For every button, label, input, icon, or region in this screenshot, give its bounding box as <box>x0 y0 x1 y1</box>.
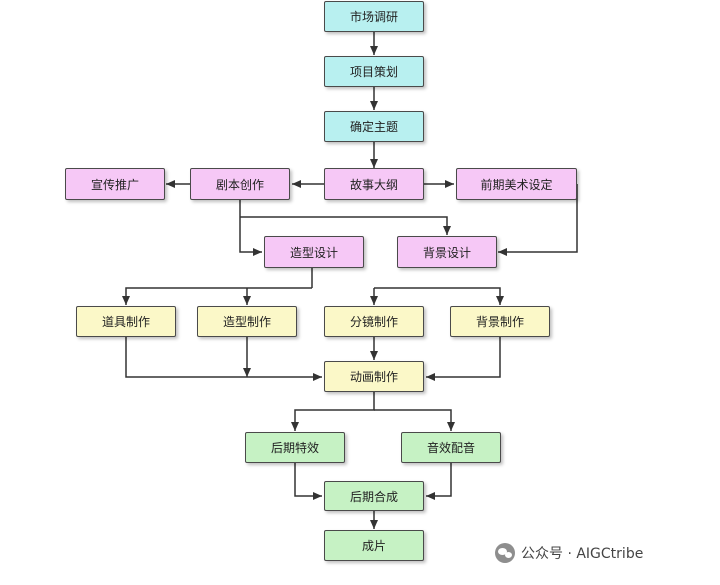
wechat-icon <box>495 543 515 563</box>
node-sound[interactable]: 音效配音 <box>401 432 501 463</box>
arrow-prop-to-animation <box>125 337 322 381</box>
node-background-design[interactable]: 背景设计 <box>397 236 497 268</box>
arrow-script-to-character <box>239 200 262 256</box>
arrow-to-bg-making <box>374 287 504 305</box>
node-final-film[interactable]: 成片 <box>324 530 424 561</box>
node-story-outline[interactable]: 故事大纲 <box>324 168 424 200</box>
node-model-making[interactable]: 造型制作 <box>197 306 297 337</box>
watermark-text: 公众号 · AIGCtribe <box>521 546 644 562</box>
arrow-art-to-background <box>498 184 578 256</box>
arrow-sound-to-compositing <box>426 463 452 500</box>
node-character-design[interactable]: 造型设计 <box>264 236 364 268</box>
node-project-planning[interactable]: 项目策划 <box>324 56 424 87</box>
node-storyboard-making[interactable]: 分镜制作 <box>324 306 424 337</box>
node-animation[interactable]: 动画制作 <box>324 361 424 392</box>
watermark: 公众号 · AIGCtribe <box>495 541 643 565</box>
node-compositing[interactable]: 后期合成 <box>324 481 424 511</box>
arrow-script-to-background <box>240 216 451 235</box>
node-script-writing[interactable]: 剧本创作 <box>190 168 290 200</box>
arrow-vfx-to-compositing <box>294 463 322 500</box>
node-vfx[interactable]: 后期特效 <box>245 432 345 463</box>
arrow-to-prop <box>122 287 312 305</box>
node-promotion[interactable]: 宣传推广 <box>65 168 165 200</box>
node-prop-making[interactable]: 道具制作 <box>76 306 176 337</box>
node-background-making[interactable]: 背景制作 <box>450 306 550 337</box>
arrow-bgmaking-to-animation <box>426 337 501 381</box>
arrow-animation-to-sound <box>374 409 455 431</box>
node-market-research[interactable]: 市场调研 <box>324 1 424 32</box>
node-art-concept[interactable]: 前期美术设定 <box>456 168 577 200</box>
node-define-theme[interactable]: 确定主题 <box>324 111 424 142</box>
arrow-animation-to-vfx <box>291 392 375 431</box>
